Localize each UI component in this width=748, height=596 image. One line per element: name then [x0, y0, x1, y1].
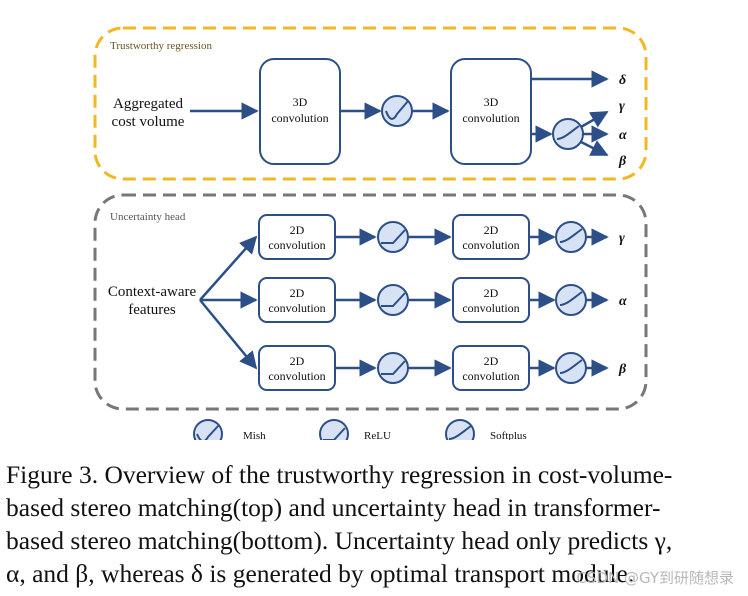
uncertainty-head-label: Uncertainty head [110, 211, 186, 223]
softplus-activation-node-row1 [555, 221, 587, 253]
conv2d-row1-b-label-2: convolution [462, 238, 519, 252]
diagram-canvas: Trustworthy regression Aggregated cost v… [93, 26, 648, 440]
edge-features-to-row3 [199, 299, 258, 370]
caption-line-3: based stereo matching(bottom). Uncertain… [6, 526, 673, 555]
conv3d-block-2 [450, 58, 532, 165]
legend-relu-label: ReLU [364, 430, 391, 440]
output-alpha-bottom: α [619, 294, 627, 309]
output-beta-bottom: β [618, 362, 627, 377]
trustworthy-regression-label: Trustworthy regression [110, 40, 212, 52]
conv2d-row3-a-label-1: 2D [290, 354, 305, 368]
legend-mish-icon [193, 419, 223, 440]
context-aware-features-label-2: features [128, 302, 176, 318]
legend-softplus-icon [445, 419, 475, 440]
legend-mish-label: Mish [243, 430, 266, 440]
relu-activation-node-row3 [377, 352, 409, 384]
output-gamma-top: γ [619, 99, 625, 114]
conv2d-row2-b-label-2: convolution [462, 301, 519, 315]
conv2d-row3-a-label-2: convolution [268, 369, 325, 383]
output-gamma-bottom: γ [619, 231, 625, 246]
conv2d-row1-a [258, 214, 336, 260]
caption-line-1: Figure 3. Overview of the trustworthy re… [6, 460, 673, 489]
output-alpha-top: α [619, 128, 627, 143]
watermark: CSDN @GY到研随想录 [576, 569, 734, 587]
legend-relu-icon [319, 419, 349, 440]
trustworthy-regression-group [93, 26, 648, 181]
conv3d-1-label-2: convolution [271, 111, 328, 125]
aggregated-cost-volume-label-1: Aggregated [113, 96, 183, 112]
context-aware-features-label-1: Context-aware [108, 284, 197, 300]
conv3d-2-label-2: convolution [462, 111, 519, 125]
conv3d-1-label-1: 3D [293, 95, 308, 109]
caption-line-4: α, and β, whereas δ is generated by opti… [6, 559, 635, 588]
mish-activation-node [381, 95, 413, 127]
output-delta-top: δ [619, 73, 626, 88]
output-beta-top: β [618, 154, 627, 169]
aggregated-cost-volume-label-2: cost volume [112, 114, 185, 130]
softplus-activation-node-top [552, 118, 584, 150]
conv2d-row1-a-label-1: 2D [290, 223, 305, 237]
conv2d-row2-b-label-1: 2D [484, 286, 499, 300]
conv2d-row3-b-label-1: 2D [484, 354, 499, 368]
edge-softplus-to-beta-top [580, 140, 609, 157]
conv2d-row2-b [452, 277, 530, 323]
softplus-activation-node-row3 [555, 352, 587, 384]
conv2d-row1-a-label-2: convolution [268, 238, 325, 252]
edge-softplus-to-gamma-top [580, 110, 609, 129]
conv3d-2-label-1: 3D [484, 95, 499, 109]
relu-activation-node-row2 [377, 284, 409, 316]
softplus-activation-node-row2 [555, 284, 587, 316]
conv2d-row3-b [452, 345, 530, 391]
conv2d-row1-b [452, 214, 530, 260]
conv2d-row1-b-label-1: 2D [484, 223, 499, 237]
caption-line-2: based stereo matching(top) and uncertain… [6, 493, 661, 522]
conv2d-row3-b-label-2: convolution [462, 369, 519, 383]
conv2d-row2-a-label-2: convolution [268, 301, 325, 315]
conv2d-row2-a [258, 277, 336, 323]
figure-caption: Figure 3. Overview of the trustworthy re… [6, 458, 736, 590]
legend-softplus-label: Softplus [490, 430, 527, 440]
uncertainty-head-group [93, 193, 648, 411]
conv2d-row2-a-label-1: 2D [290, 286, 305, 300]
conv2d-row3-a [258, 345, 336, 391]
relu-activation-node-row1 [377, 221, 409, 253]
edge-features-to-row1 [199, 235, 258, 301]
